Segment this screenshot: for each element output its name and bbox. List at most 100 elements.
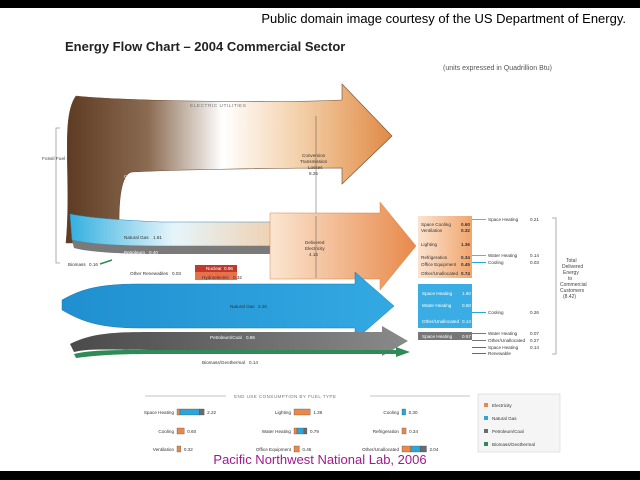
- end-use-petro-bar: [420, 445, 427, 453]
- gas-use-label: Other/Unallocated: [422, 319, 459, 324]
- nuclear-label: Nuclear: [206, 266, 222, 271]
- fuel-legend-label: Petroleum/Coal: [492, 429, 524, 434]
- petroleum-label: Petroleum: [124, 250, 145, 255]
- natural-gas-label: Natural Gas: [124, 235, 149, 240]
- biomass-geothermal-label: Biomass/Geothermal: [202, 360, 245, 365]
- end-use-gas-bar: [296, 427, 305, 435]
- biomass-geothermal-value: 0.14: [249, 360, 258, 365]
- end-use-label: Ventilation: [153, 447, 175, 452]
- petroleum-coal-arrow: [70, 326, 408, 356]
- natural-gas-direct-arrow: [61, 271, 395, 341]
- fuel-legend-label: Electricity: [492, 403, 512, 408]
- right-use-label: Other/Unallocated: [488, 338, 525, 343]
- right-use-label: Cooling: [488, 260, 504, 265]
- petroleum-coal-label: Petroleum/Coal: [210, 335, 242, 340]
- right-use-value: 0.03: [530, 260, 539, 265]
- right-use-value: 0.07: [530, 331, 539, 336]
- gas-use-value: 0.14: [462, 319, 471, 324]
- hydroelectric-label: Hydroelectric: [202, 275, 230, 280]
- petro-use-label: Space Heating: [422, 334, 453, 339]
- end-use-value: 0.30: [409, 410, 418, 415]
- end-use-electricity-bar: [293, 408, 311, 416]
- end-use-electricity-bar: [176, 408, 181, 416]
- end-use-value: 0.32: [184, 447, 193, 452]
- end-use-value: 0.34: [409, 429, 418, 434]
- natural-gas-direct-label: Natural Gas: [230, 304, 255, 309]
- petro-use-value: 0.57: [462, 334, 471, 339]
- electricity-use-value: 1.36: [461, 242, 470, 247]
- total-bracket: [552, 217, 557, 355]
- gas-use-label: Water Heating: [422, 303, 452, 308]
- end-use-petro-bar: [303, 427, 308, 435]
- coal-label: Coal: [124, 174, 133, 179]
- gas-use-value: 1.60: [462, 291, 471, 296]
- end-use-value: 0.45: [302, 447, 311, 452]
- end-use-electricity-bar: [401, 427, 407, 435]
- end-use-label: Office Equipment: [256, 447, 292, 452]
- delivered-electricity-arrow: [269, 201, 417, 291]
- right-use-value: 0.14: [530, 253, 539, 258]
- other-renewables-value: 0.03: [172, 271, 181, 276]
- end-use-petro-bar: [199, 408, 205, 416]
- natural-gas-value: 1.81: [153, 235, 162, 240]
- losses-label: Losses: [308, 165, 323, 170]
- electricity-use-label: Office Equipment: [421, 262, 457, 267]
- right-use-value: 0.14: [530, 345, 539, 350]
- end-use-value: 0.60: [187, 429, 196, 434]
- fuel-legend-swatch: [484, 429, 488, 433]
- nuclear-value: 0.96: [224, 266, 233, 271]
- total-line-5: Commercial: [560, 282, 587, 288]
- end-use-title: END USE CONSUMPTION BY FUEL TYPE: [234, 394, 336, 399]
- total-line-6: Customers: [560, 288, 585, 294]
- total-line-2: Delivered: [562, 264, 583, 270]
- end-use-gas-bar: [401, 408, 406, 416]
- end-use-label: Other/Unallocated: [362, 447, 399, 452]
- end-use-label: Cooling: [383, 410, 399, 415]
- electricity-use-label: Lighting: [421, 242, 438, 247]
- fuel-legend-box: [477, 393, 561, 453]
- fuel-legend-swatch: [484, 403, 488, 407]
- fossil-input-bracket: [55, 127, 60, 264]
- fuel-legend-swatch: [484, 442, 488, 446]
- biomass-value: 0.16: [89, 262, 98, 267]
- total-line-4: to: [568, 276, 572, 282]
- total-line-1: Total: [566, 258, 577, 264]
- electricity-use-label: Refrigeration: [421, 255, 448, 260]
- hydroelectric-value: 0.32: [233, 275, 242, 280]
- end-use-value: 2.04: [429, 447, 438, 452]
- total-value: (8.42): [563, 294, 576, 300]
- end-use-gas-bar: [179, 408, 200, 416]
- other-renewables-label: Other Renewables: [130, 271, 169, 276]
- electricity-use-value: 0.74: [461, 271, 470, 276]
- electricity-use-label: Space Cooling: [421, 222, 451, 227]
- end-use-label: Cooling: [158, 429, 174, 434]
- delivered-value: 4.15: [309, 252, 318, 257]
- losses-value: 8.25: [309, 171, 318, 176]
- petroleum-band: [72, 240, 300, 254]
- biomass-geothermal-arrow: [74, 347, 410, 358]
- delivered-label: Delivered: [305, 240, 325, 245]
- electricity-use-label: Ventilation: [421, 228, 443, 233]
- electricity-use-value: 0.60: [461, 222, 470, 227]
- gas-use-value: 0.50: [462, 303, 471, 308]
- end-use-label: Water Heating: [262, 429, 292, 434]
- gas-uses-box: [418, 284, 472, 328]
- electric-utilities-label: ELECTRIC UTILITIES: [190, 103, 246, 109]
- electricity-uses-box: [418, 216, 472, 278]
- electricity-use-value: 0.34: [461, 255, 470, 260]
- right-use-label: Space Heating: [488, 217, 519, 222]
- conversion-label: Conversion: [302, 153, 326, 158]
- fuel-legend-swatch: [484, 416, 488, 420]
- fossil-input-label: Fossil Fuel Input: [42, 156, 78, 162]
- right-use-value: 0.26: [530, 310, 539, 315]
- right-use-label: Water Heating: [488, 253, 518, 258]
- end-use-value: 2.22: [207, 410, 216, 415]
- gas-use-label: Space Heating: [422, 291, 453, 296]
- right-use-value: 0.21: [530, 217, 539, 222]
- fuel-legend-label: Biomass/Geothermal: [492, 442, 535, 447]
- transmission-label: Transmission: [300, 159, 328, 164]
- end-use-label: Lighting: [275, 410, 292, 415]
- footer-credit: Pacific Northwest National Lab, 2006: [213, 452, 427, 467]
